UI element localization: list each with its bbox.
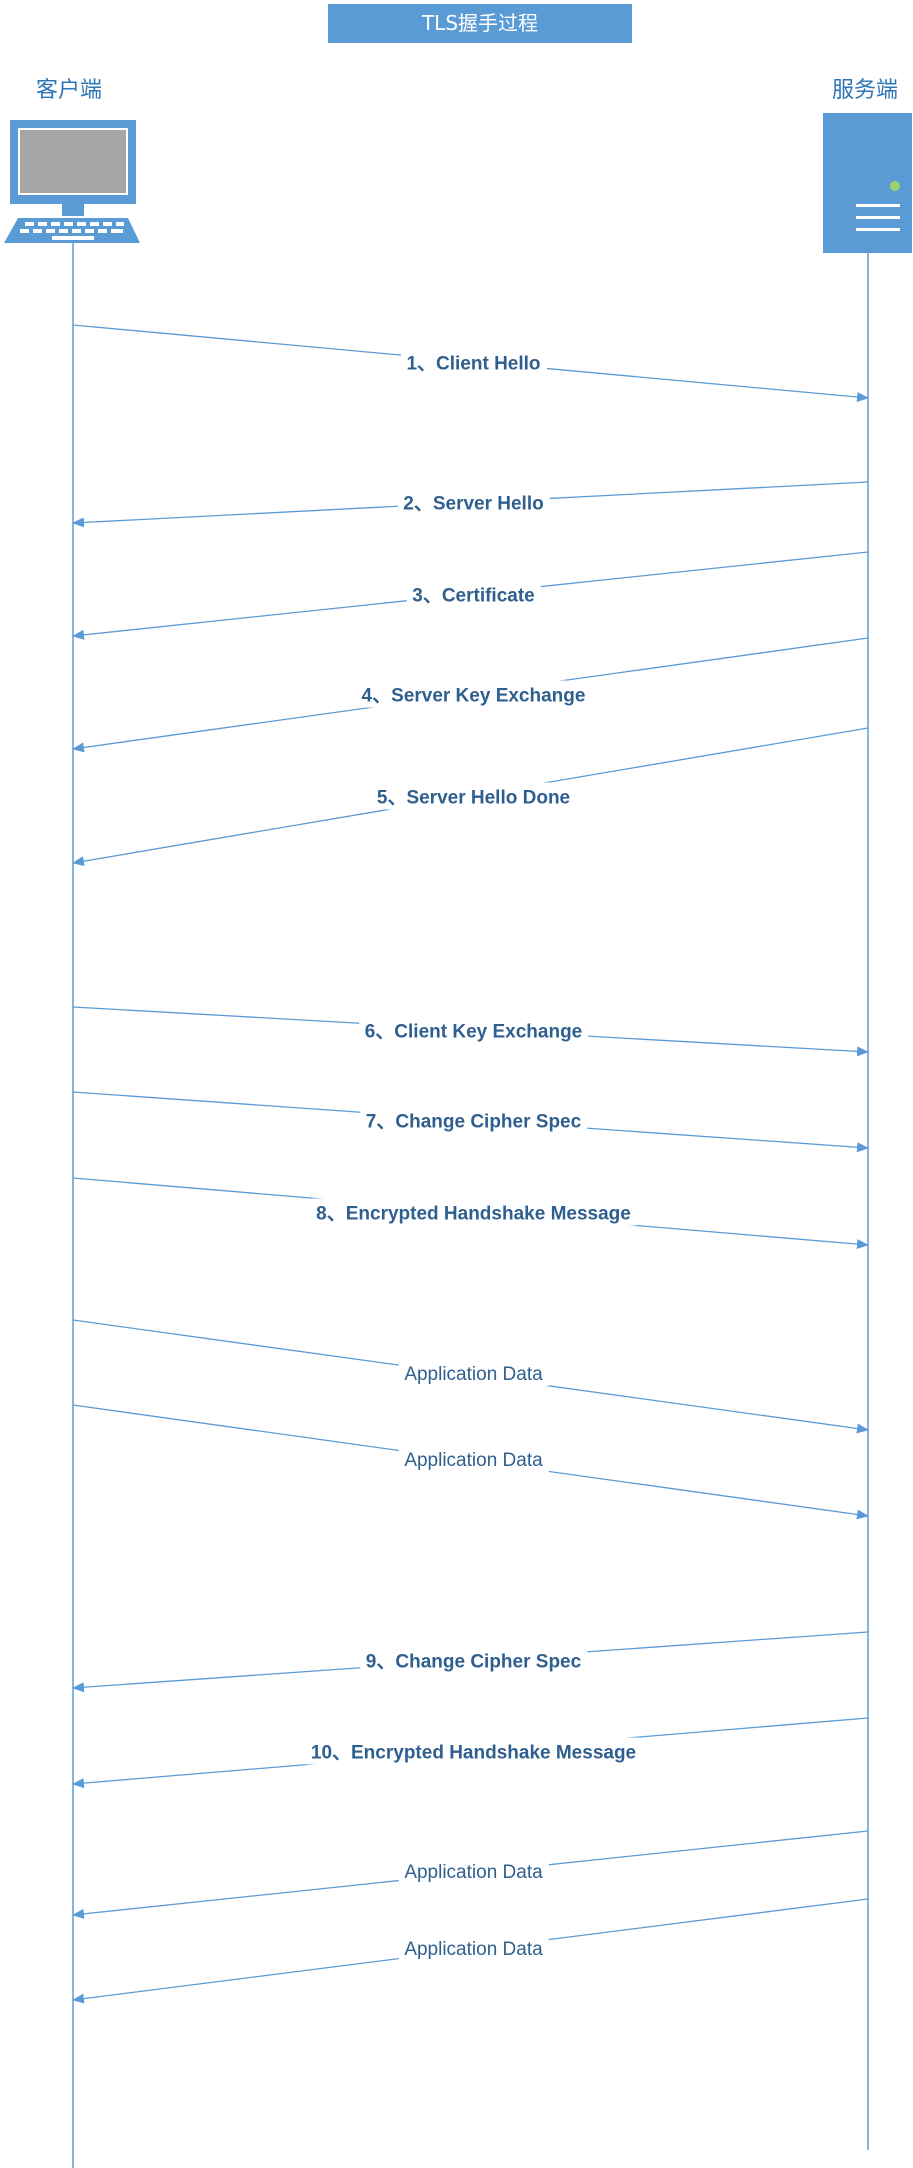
message-label: 9、Change Cipher Spec	[359, 1646, 588, 1674]
message-label: 1、Client Hello	[400, 348, 547, 376]
message-label: Application Data	[398, 1450, 549, 1472]
message-label: 5、Server Hello Done	[370, 782, 577, 810]
message-label: 8、Encrypted Handshake Message	[310, 1198, 637, 1226]
message-label: 10、Encrypted Handshake Message	[304, 1737, 643, 1765]
message-label: Application Data	[398, 1862, 549, 1884]
message-label: Application Data	[398, 1939, 549, 1961]
server-icon	[823, 113, 912, 253]
message-label: 4、Server Key Exchange	[355, 680, 592, 708]
computer-icon	[4, 120, 140, 243]
diagram-title: TLS握手过程	[328, 4, 632, 43]
server-label: 服务端	[832, 78, 899, 103]
message-label: 3、Certificate	[406, 580, 541, 608]
message-label: Application Data	[398, 1364, 549, 1386]
message-label: 2、Server Hello	[397, 488, 550, 516]
message-label: 6、Client Key Exchange	[358, 1016, 589, 1044]
message-label: 7、Change Cipher Spec	[359, 1106, 588, 1134]
client-label: 客户端	[36, 78, 103, 103]
